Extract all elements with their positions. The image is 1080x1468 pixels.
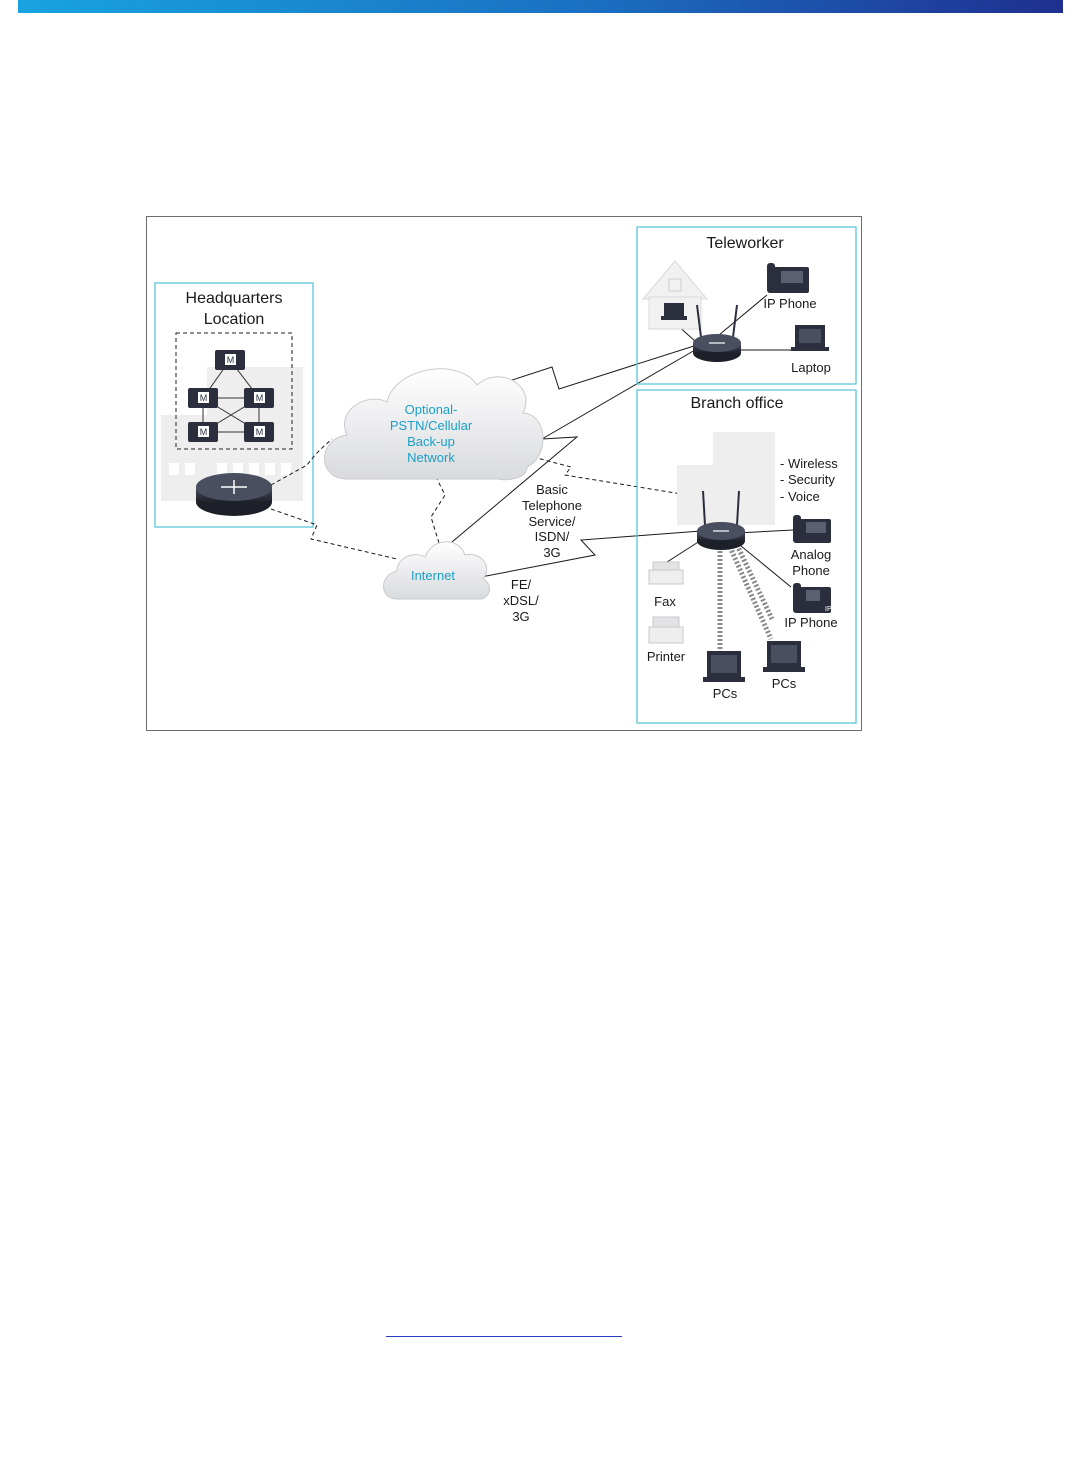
network-diagram: Headquarters Location M M M M: [146, 216, 862, 731]
teleworker-group: Teleworker IP Phone Laptop: [636, 226, 857, 385]
svg-text:3G: 3G: [512, 609, 529, 624]
fax-label: Fax: [654, 594, 676, 609]
links: [270, 294, 795, 588]
hq-switch-cluster: [175, 332, 293, 450]
ip-phone-icon: [767, 263, 809, 293]
pcs-left-label: PCs: [713, 686, 738, 701]
svg-text:Basic: Basic: [536, 482, 568, 497]
analog-phone-label-line2: Phone: [792, 563, 830, 578]
svg-text:ISDN/: ISDN/: [535, 529, 570, 544]
internet-label: Internet: [411, 568, 455, 583]
pc-icon: [703, 651, 745, 682]
svg-text:Service/: Service/: [529, 514, 576, 529]
printer-label: Printer: [647, 649, 686, 664]
laptop-icon: [791, 325, 829, 351]
pc-icon: [763, 641, 805, 672]
branch-ip-phone-label: IP Phone: [784, 615, 837, 630]
backup-network-cloud: Optional- PSTN/Cellular Back-up Network: [324, 368, 544, 481]
backup-cloud-line1: Optional-: [405, 402, 458, 417]
svg-text:Telephone: Telephone: [522, 498, 582, 513]
internet-cloud: Internet: [383, 541, 491, 600]
teleworker-laptop-label: Laptop: [791, 360, 831, 375]
backup-cloud-line3: Back-up: [407, 434, 455, 449]
hq-router-icon: [196, 473, 272, 516]
hq-title-line1: Headquarters: [186, 290, 283, 307]
teleworker-title: Teleworker: [706, 235, 784, 252]
link-label-basic: Basic Telephone Service/ ISDN/ 3G: [522, 482, 582, 560]
branch-building-icon: [677, 432, 775, 525]
hq-title-line2: Location: [204, 311, 265, 328]
svg-text:M: M: [227, 355, 235, 365]
backup-cloud-line4: Network: [407, 450, 455, 465]
analog-phone-icon: [793, 515, 831, 543]
fax-icon: [648, 561, 684, 585]
branch-service-1: - Wireless: [780, 456, 838, 471]
pcs-right-label: PCs: [772, 676, 797, 691]
branch-service-2: - Security: [780, 472, 835, 487]
ip-badge: IP: [825, 606, 832, 613]
analog-phone-label-line1: Analog: [791, 547, 831, 562]
teleworker-box: [636, 226, 857, 385]
svg-text:xDSL/: xDSL/: [503, 593, 539, 608]
headquarters-box: [154, 282, 314, 528]
switch-icon: M: [188, 422, 218, 442]
wireless-router-icon: [693, 304, 741, 362]
branch-ip-phone-icon: IP: [793, 583, 832, 613]
printer-icon: [648, 616, 684, 644]
branch-office-group: Branch office - Wireless - Security - Vo…: [636, 389, 857, 724]
svg-text:M: M: [200, 393, 208, 403]
switch-icon: M: [244, 422, 274, 442]
switch-icon: M: [188, 388, 218, 408]
svg-text:3G: 3G: [543, 545, 560, 560]
house-icon: [641, 260, 709, 330]
link-label-fe: FE/ xDSL/ 3G: [503, 577, 539, 624]
svg-text:M: M: [200, 427, 208, 437]
coiled-cables: [717, 543, 775, 649]
teleworker-ip-phone-label: IP Phone: [763, 296, 816, 311]
headquarters-group: Headquarters Location M M M M: [154, 282, 314, 528]
branch-box: [636, 389, 857, 724]
svg-text:M: M: [256, 427, 264, 437]
svg-text:FE/: FE/: [511, 577, 532, 592]
branch-service-3: - Voice: [780, 489, 820, 504]
switch-icon: M: [215, 350, 245, 370]
branch-title: Branch office: [690, 395, 783, 412]
header-band: [18, 0, 1063, 13]
backup-cloud-line2: PSTN/Cellular: [390, 418, 473, 433]
switch-icon: M: [244, 388, 274, 408]
footer-link[interactable]: [386, 1336, 622, 1337]
branch-router-icon: [697, 490, 745, 550]
svg-text:M: M: [256, 393, 264, 403]
